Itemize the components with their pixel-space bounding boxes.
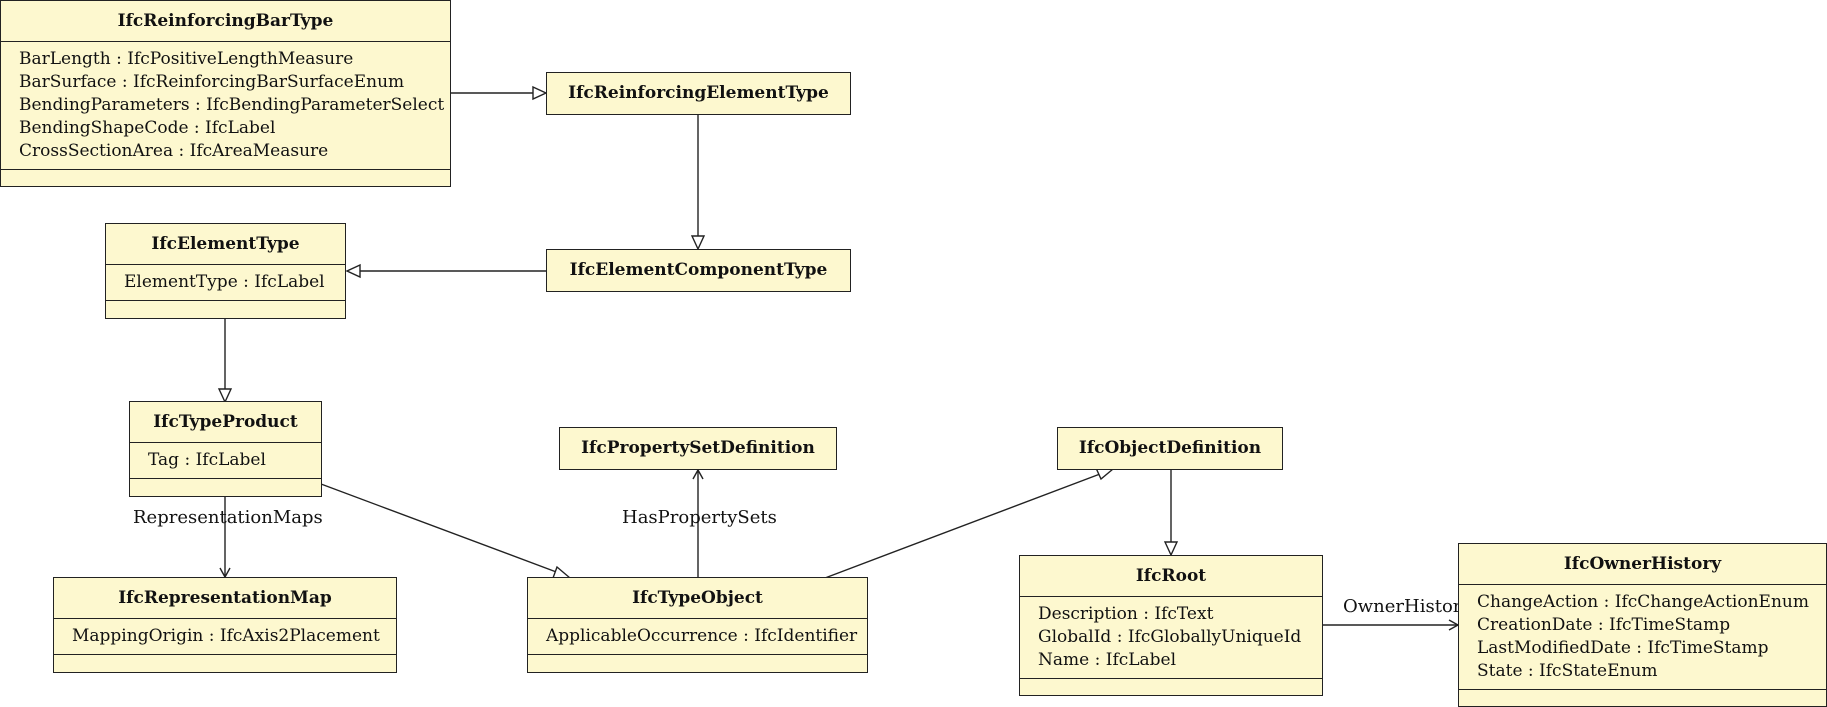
class-ifc-representation-map[interactable]: IfcRepresentationMap MappingOrigin : Ifc… — [53, 577, 397, 673]
operations-compartment — [130, 478, 321, 496]
attribute-list: Tag : IfcLabel — [130, 442, 321, 478]
attribute: CrossSectionArea : IfcAreaMeasure — [19, 141, 329, 161]
attribute-list: BarLength : IfcPositiveLengthMeasure Bar… — [1, 41, 450, 169]
attribute: State : IfcStateEnum — [1477, 661, 1658, 681]
generalization-type-product-to-type-object — [320, 483, 560, 574]
class-name: IfcReinforcingBarType — [117, 11, 334, 31]
attribute: MappingOrigin : IfcAxis2Placement — [72, 626, 380, 646]
attribute: LastModifiedDate : IfcTimeStamp — [1477, 638, 1769, 658]
class-name: IfcOwnerHistory — [1563, 554, 1722, 574]
class-ifc-element-component-type[interactable]: IfcElementComponentType — [546, 249, 851, 292]
association-arrowhead — [692, 468, 704, 480]
attribute-list: Description : IfcText GlobalId : IfcGlob… — [1020, 596, 1322, 678]
class-ifc-element-type[interactable]: IfcElementType ElementType : IfcLabel — [105, 223, 346, 319]
attribute-list: ApplicableOccurrence : IfcIdentifier — [528, 618, 867, 654]
class-name: IfcPropertySetDefinition — [581, 438, 815, 458]
attribute: GlobalId : IfcGloballyUniqueId — [1038, 627, 1302, 647]
attribute: ElementType : IfcLabel — [124, 272, 325, 292]
generalization-arrowhead — [532, 85, 548, 101]
class-name: IfcRoot — [1135, 566, 1207, 586]
operations-compartment — [1020, 678, 1322, 696]
operations-compartment — [106, 300, 345, 318]
class-ifc-reinforcing-element-type[interactable]: IfcReinforcingElementType — [546, 72, 851, 115]
class-name: IfcTypeObject — [632, 588, 763, 608]
operations-compartment — [1, 169, 450, 187]
attribute: CreationDate : IfcTimeStamp — [1477, 615, 1731, 635]
generalization-arrowhead — [345, 263, 361, 279]
attribute: ApplicableOccurrence : IfcIdentifier — [546, 626, 858, 646]
attribute: Tag : IfcLabel — [148, 450, 266, 470]
association-label-has-property-sets: HasPropertySets — [622, 507, 777, 528]
operations-compartment — [528, 654, 867, 672]
class-ifc-reinforcing-bar-type[interactable]: IfcReinforcingBarType BarLength : IfcPos… — [0, 0, 451, 187]
class-name: IfcRepresentationMap — [118, 588, 332, 608]
operations-compartment — [1459, 689, 1826, 707]
attribute-list: ChangeAction : IfcChangeActionEnum Creat… — [1459, 584, 1826, 689]
class-ifc-object-definition[interactable]: IfcObjectDefinition — [1057, 427, 1283, 470]
attribute-list: MappingOrigin : IfcAxis2Placement — [54, 618, 396, 654]
operations-compartment — [54, 654, 396, 672]
attribute: BendingShapeCode : IfcLabel — [19, 118, 276, 138]
attribute: BarLength : IfcPositiveLengthMeasure — [19, 49, 354, 69]
attribute-list: ElementType : IfcLabel — [106, 264, 345, 300]
class-name: IfcElementType — [151, 234, 300, 254]
class-ifc-property-set-definition[interactable]: IfcPropertySetDefinition — [559, 427, 837, 470]
generalization-arrowhead — [1163, 541, 1179, 557]
generalization-arrowhead — [217, 388, 233, 404]
class-name: IfcObjectDefinition — [1078, 438, 1262, 458]
class-ifc-type-product[interactable]: IfcTypeProduct Tag : IfcLabel — [129, 401, 322, 497]
class-ifc-root[interactable]: IfcRoot Description : IfcText GlobalId :… — [1019, 555, 1323, 696]
attribute: BendingParameters : IfcBendingParameterS… — [19, 95, 445, 115]
class-ifc-owner-history[interactable]: IfcOwnerHistory ChangeAction : IfcChange… — [1458, 543, 1827, 707]
class-name: IfcElementComponentType — [569, 260, 828, 280]
attribute: Description : IfcText — [1038, 604, 1214, 624]
class-name: IfcTypeProduct — [153, 412, 298, 432]
attribute: Name : IfcLabel — [1038, 650, 1177, 670]
attribute: ChangeAction : IfcChangeActionEnum — [1477, 592, 1809, 612]
attribute: BarSurface : IfcReinforcingBarSurfaceEnu… — [19, 72, 405, 92]
class-ifc-type-object[interactable]: IfcTypeObject ApplicableOccurrence : Ifc… — [527, 577, 868, 673]
generalization-arrowhead — [690, 235, 706, 251]
class-name: IfcReinforcingElementType — [568, 83, 829, 103]
association-label-representation-maps: RepresentationMaps — [133, 507, 323, 528]
association-label-owner-history: OwnerHistory — [1343, 596, 1472, 617]
generalization-type-object-to-object-definition — [824, 473, 1101, 579]
